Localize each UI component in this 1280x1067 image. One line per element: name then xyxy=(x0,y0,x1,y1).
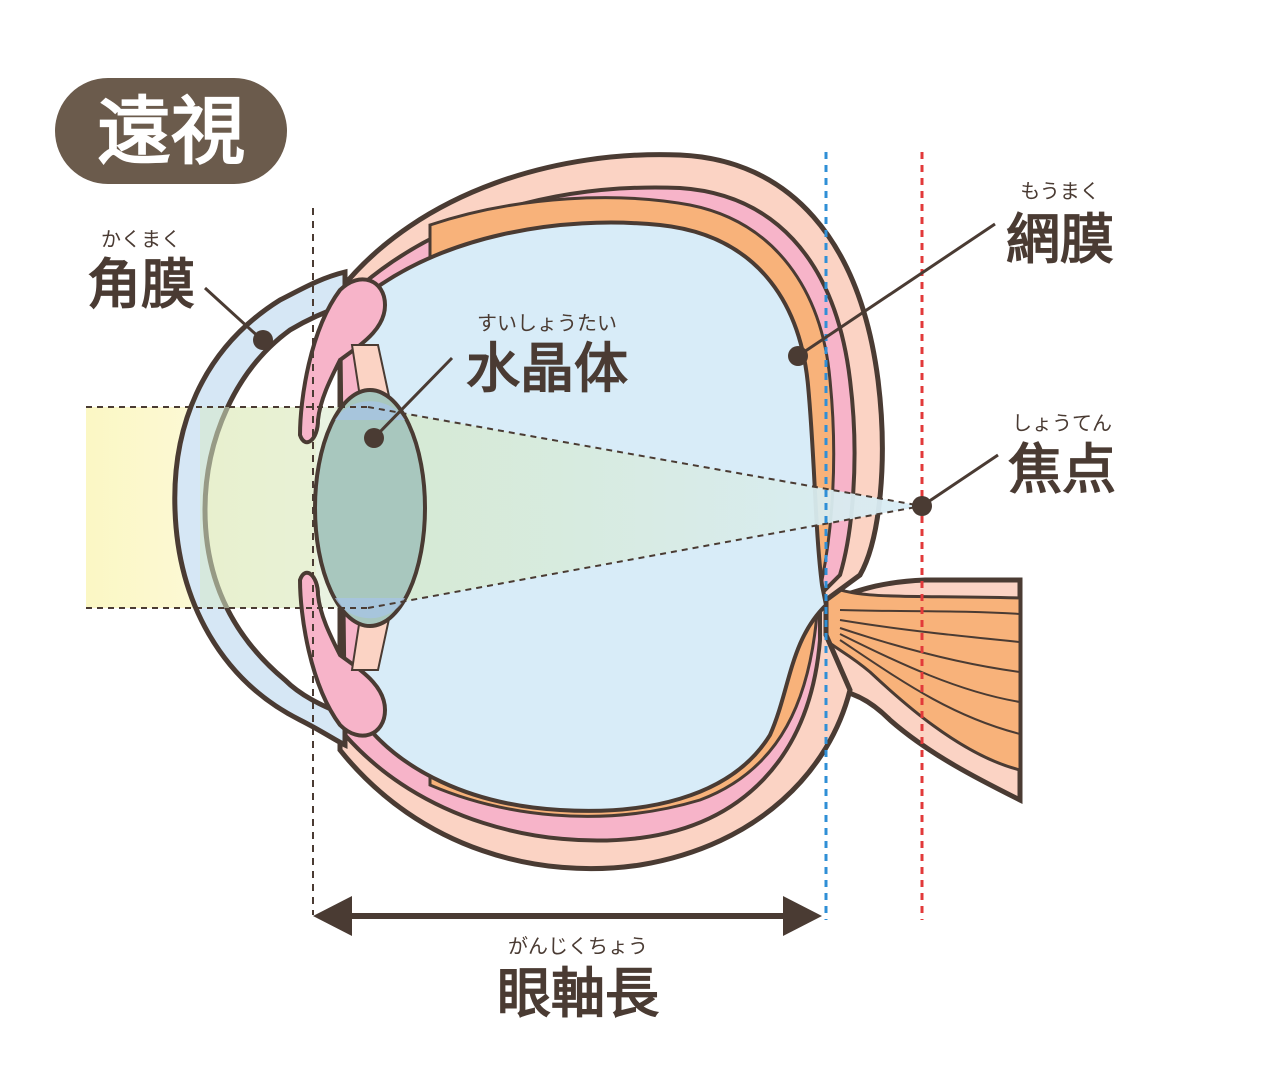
leader-lines xyxy=(203,222,999,508)
cornea-ruby: かくまく xyxy=(101,227,181,251)
title: 遠視 xyxy=(97,89,245,175)
focus-dot-marker xyxy=(912,496,932,516)
lens-label: 水晶体 xyxy=(466,337,628,400)
iris-lower xyxy=(297,570,388,738)
retina-ruby: もうまく xyxy=(1020,179,1099,203)
focus-ruby: しょうてん xyxy=(1012,411,1112,435)
title-badge xyxy=(55,78,287,184)
retina-label: 網膜 xyxy=(1006,208,1114,271)
light-cone xyxy=(368,407,922,608)
lens-ruby: すいしょうたい xyxy=(477,311,617,335)
lens-dot-marker xyxy=(364,428,384,448)
retina-dot-marker xyxy=(788,346,808,366)
axial-length-arrow xyxy=(313,896,822,936)
cornea-label: 角膜 xyxy=(87,253,195,316)
axial-length-label: 眼軸長 xyxy=(497,962,660,1025)
cornea xyxy=(172,268,348,750)
iris-upper xyxy=(297,277,388,445)
focus-label: 焦点 xyxy=(1008,438,1116,501)
nerve-fibers xyxy=(839,609,1021,735)
lens xyxy=(313,388,427,628)
lens-top-cap xyxy=(335,401,405,420)
cornea-dot-marker xyxy=(253,330,273,350)
light-rays xyxy=(86,406,923,609)
axial-length-ruby: がんじくちょう xyxy=(508,934,648,958)
